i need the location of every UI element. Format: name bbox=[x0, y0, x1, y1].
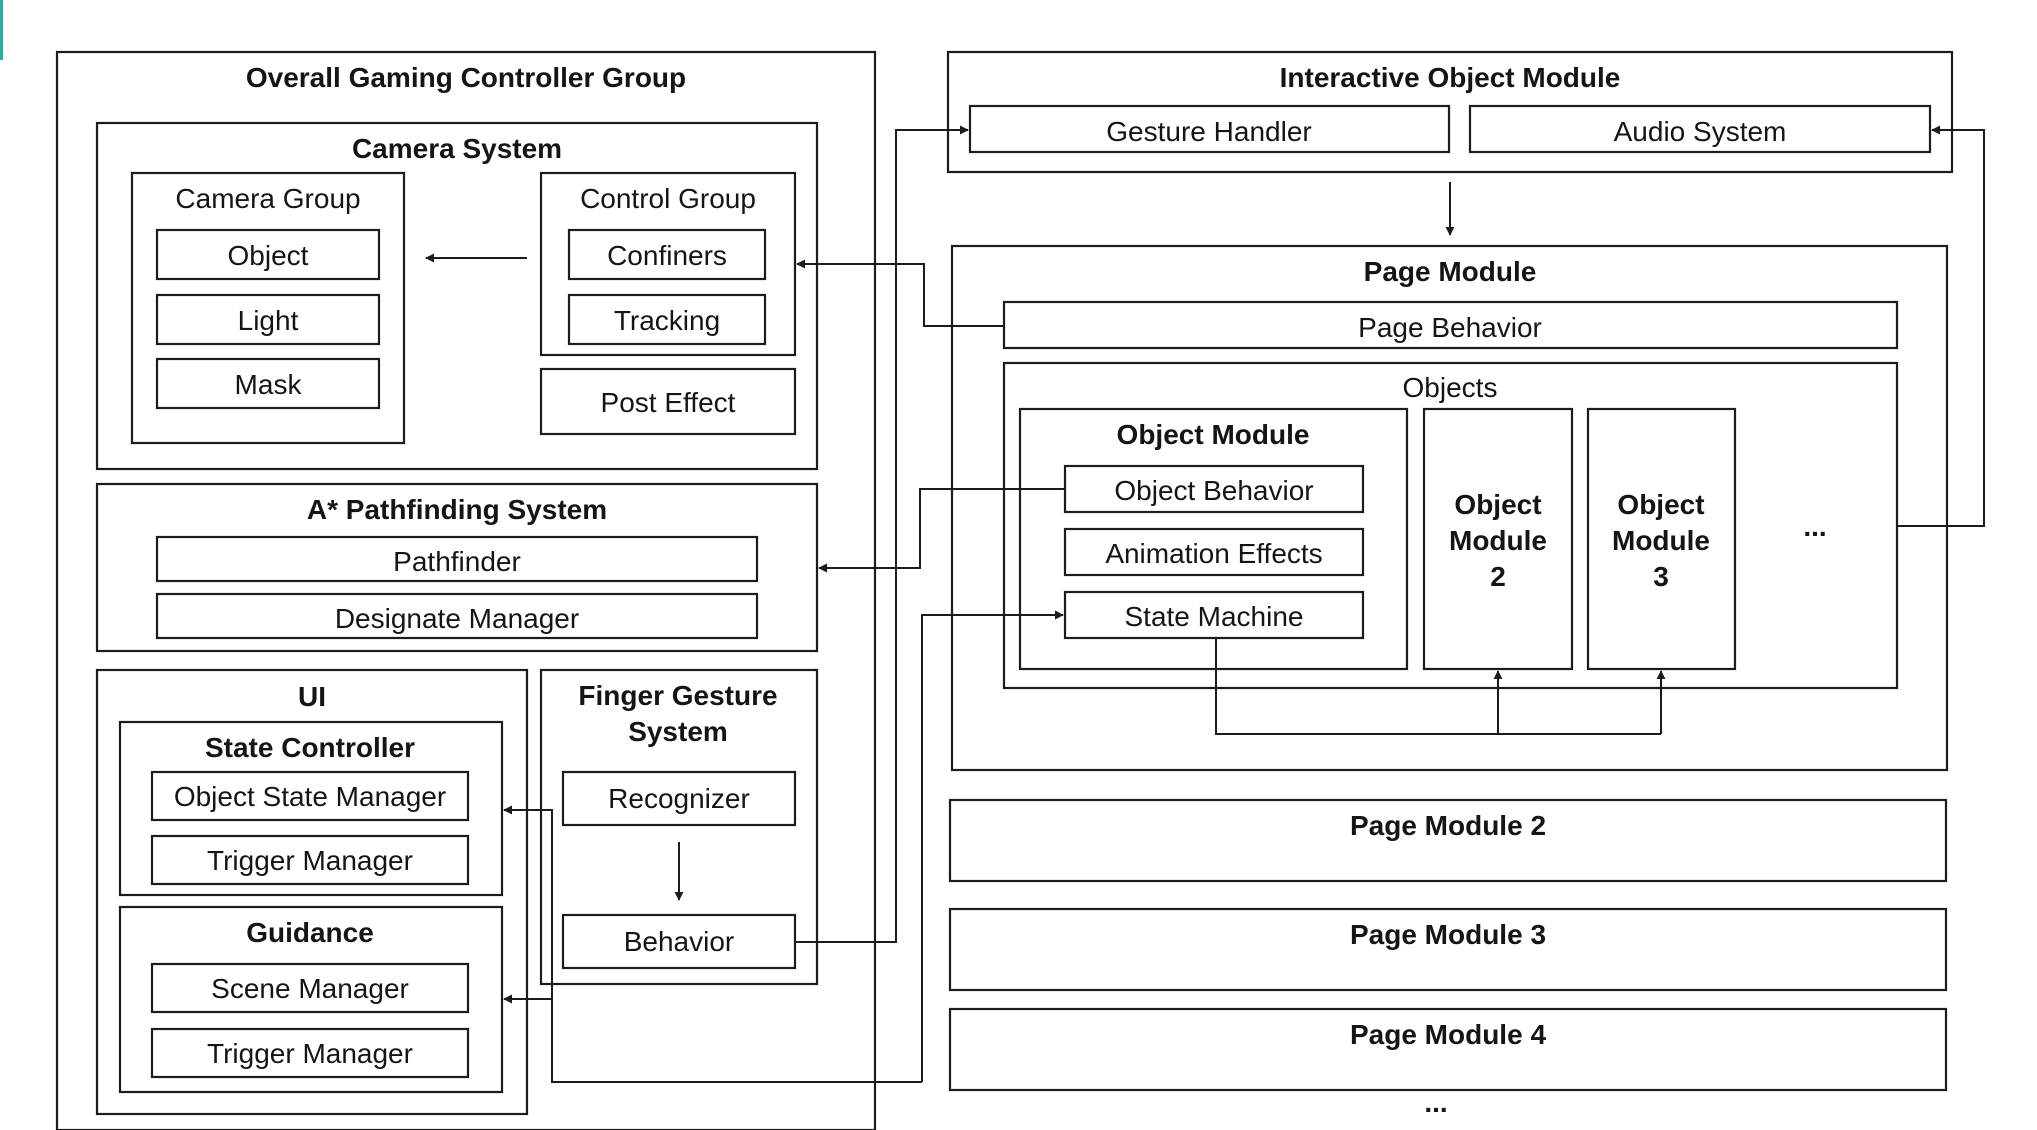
object-behavior-box bbox=[1063, 464, 1365, 514]
arrow-object-behavior-to-pathfinding bbox=[818, 488, 1065, 573]
animation-effects-label: Animation Effects bbox=[1105, 538, 1322, 569]
recognizer-box bbox=[561, 770, 797, 827]
state-trigger-manager-box bbox=[150, 834, 470, 886]
ui-title: UI bbox=[298, 681, 326, 712]
connector-loop-bottom bbox=[551, 999, 922, 1083]
object-module-title: Object Module bbox=[1117, 419, 1310, 450]
connector-state-machine-bus bbox=[1215, 638, 1661, 735]
state-trigger-manager-label: Trigger Manager bbox=[207, 845, 413, 876]
recognizer-label: Recognizer bbox=[608, 783, 750, 814]
camera-mask-label: Mask bbox=[235, 369, 303, 400]
state-machine-box bbox=[1063, 590, 1365, 640]
object-module-3-line3: 3 bbox=[1653, 561, 1669, 592]
camera-object-label: Object bbox=[228, 240, 309, 271]
guidance-title: Guidance bbox=[246, 917, 374, 948]
camera-light-box bbox=[155, 293, 381, 346]
finger-gesture-title-line1: Finger Gesture bbox=[578, 680, 777, 711]
overall-group-title: Overall Gaming Controller Group bbox=[246, 62, 686, 93]
gesture-handler-box bbox=[968, 104, 1451, 154]
tracking-box bbox=[567, 293, 767, 346]
object-module-3-line2: Module bbox=[1612, 525, 1710, 556]
page-module-3-box bbox=[948, 907, 1948, 992]
object-module-2-line2: Module bbox=[1449, 525, 1547, 556]
page-module-4-box bbox=[948, 1007, 1948, 1092]
arrow-page-behavior-to-control-group bbox=[796, 259, 1004, 327]
object-state-manager-label: Object State Manager bbox=[174, 781, 446, 812]
page-behavior-label: Page Behavior bbox=[1358, 312, 1542, 343]
camera-system-title: Camera System bbox=[352, 133, 562, 164]
state-controller-title: State Controller bbox=[205, 732, 415, 763]
arrow-to-state-controller bbox=[503, 805, 553, 999]
page-module-4-title: Page Module 4 bbox=[1350, 1019, 1546, 1050]
arrow-objects-to-audio-system bbox=[1897, 125, 1985, 527]
left-edge-marker bbox=[0, 0, 3, 60]
object-module-2-line1: Object bbox=[1454, 489, 1541, 520]
scene-manager-label: Scene Manager bbox=[211, 973, 409, 1004]
confiners-label: Confiners bbox=[607, 240, 727, 271]
confiners-box bbox=[567, 228, 767, 281]
object-behavior-label: Object Behavior bbox=[1114, 475, 1313, 506]
scene-manager-box bbox=[150, 962, 470, 1014]
page-behavior-box bbox=[1002, 300, 1899, 350]
arrow-behavior-to-gesture-handler bbox=[795, 125, 969, 943]
guidance-trigger-manager-label: Trigger Manager bbox=[207, 1038, 413, 1069]
object-module-2-line3: 2 bbox=[1490, 561, 1506, 592]
post-effect-label: Post Effect bbox=[601, 387, 736, 418]
post-effect-box bbox=[539, 367, 797, 436]
camera-light-label: Light bbox=[238, 305, 299, 336]
finger-gesture-title-line2: System bbox=[628, 716, 728, 747]
camera-mask-box bbox=[155, 357, 381, 410]
objects-title: Objects bbox=[1403, 372, 1498, 403]
objects-ellipsis: ... bbox=[1803, 511, 1826, 542]
pathfinding-system-title: A* Pathfinding System bbox=[307, 494, 607, 525]
object-module-2-box bbox=[1422, 407, 1574, 671]
gesture-handler-label: Gesture Handler bbox=[1106, 116, 1311, 147]
object-state-manager-box bbox=[150, 770, 470, 822]
behavior-box bbox=[561, 913, 797, 970]
animation-effects-box bbox=[1063, 527, 1365, 577]
audio-system-label: Audio System bbox=[1614, 116, 1787, 147]
control-group-title: Control Group bbox=[580, 183, 756, 214]
state-machine-label: State Machine bbox=[1125, 601, 1304, 632]
page-module-2-title: Page Module 2 bbox=[1350, 810, 1546, 841]
pathfinder-box bbox=[155, 535, 759, 583]
interactive-object-module-title: Interactive Object Module bbox=[1280, 62, 1621, 93]
page-module-title: Page Module bbox=[1364, 256, 1537, 287]
page-module-2-box bbox=[948, 798, 1948, 883]
page-modules-ellipsis: ... bbox=[1424, 1087, 1447, 1118]
pathfinder-label: Pathfinder bbox=[393, 546, 521, 577]
object-module-3-line1: Object bbox=[1617, 489, 1704, 520]
designate-manager-label: Designate Manager bbox=[335, 603, 579, 634]
page-module-3-title: Page Module 3 bbox=[1350, 919, 1546, 950]
camera-object-box bbox=[155, 228, 381, 281]
tracking-label: Tracking bbox=[614, 305, 720, 336]
audio-system-box bbox=[1468, 104, 1932, 154]
guidance-trigger-manager-box bbox=[150, 1027, 470, 1079]
object-module-3-box bbox=[1586, 407, 1737, 671]
arrow-loop-to-state-machine bbox=[921, 610, 1064, 1082]
designate-manager-box bbox=[155, 592, 759, 640]
camera-group-title: Camera Group bbox=[175, 183, 360, 214]
behavior-label: Behavior bbox=[624, 926, 735, 957]
